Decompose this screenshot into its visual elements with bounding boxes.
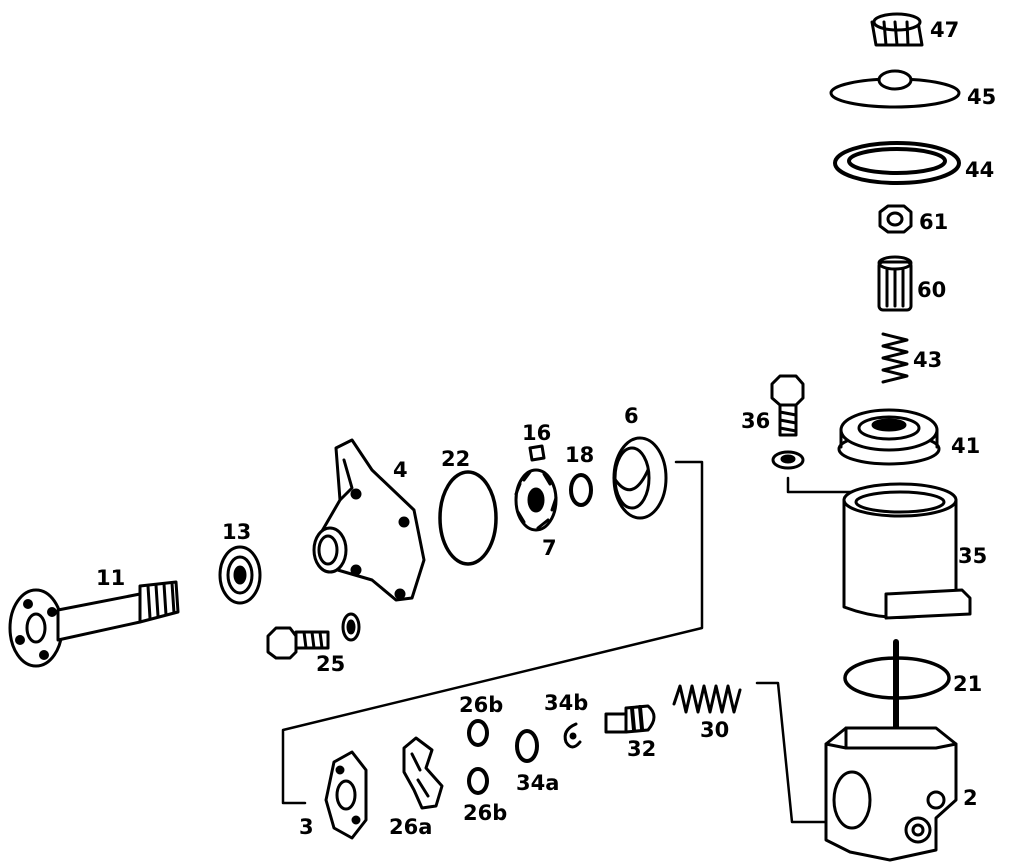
part-47-cap <box>870 12 924 47</box>
label-32: 32 <box>627 737 656 761</box>
part-30-spring <box>672 684 742 714</box>
label-21: 21 <box>953 672 982 696</box>
label-43: 43 <box>913 348 942 372</box>
leader-line-lower-chain <box>755 681 834 824</box>
part-44-gasket-ring <box>833 141 961 185</box>
label-60: 60 <box>917 278 946 302</box>
label-36: 36 <box>741 409 770 433</box>
part-34a-ring <box>515 729 539 763</box>
part-26b-lower-ring <box>467 767 489 795</box>
part-labels: 47 45 44 61 60 43 41 36 35 21 2 16 18 6 … <box>96 18 996 839</box>
label-13: 13 <box>222 520 251 544</box>
label-47: 47 <box>930 18 959 42</box>
label-7: 7 <box>542 536 557 560</box>
part-22-gasket <box>438 470 498 566</box>
label-4: 4 <box>393 458 408 482</box>
part-32-valve-spool <box>604 704 656 734</box>
label-11: 11 <box>96 566 125 590</box>
part-36-washer <box>771 450 805 470</box>
part-26b-upper-ring <box>467 719 489 747</box>
part-41-valve-body <box>837 408 941 466</box>
part-4-bracket-cover <box>312 438 426 602</box>
part-34b-circlip <box>563 722 582 749</box>
part-6-cam-ring <box>612 436 668 520</box>
part-3-pressure-plate <box>324 750 368 840</box>
part-18-snap-ring <box>569 473 593 507</box>
label-16: 16 <box>522 421 551 445</box>
label-26b-lower: 26b <box>463 801 507 825</box>
label-45: 45 <box>967 85 996 109</box>
label-34a: 34a <box>516 771 559 795</box>
label-25: 25 <box>316 652 345 676</box>
label-34b: 34b <box>544 691 588 715</box>
leader-lines <box>281 460 854 824</box>
part-7-rotor <box>514 468 558 532</box>
part-25-bolt <box>266 626 330 660</box>
part-2-pump-housing <box>824 639 958 862</box>
label-44: 44 <box>965 158 994 182</box>
label-26b-upper: 26b <box>459 693 503 717</box>
leader-line-upper-chain <box>281 460 704 805</box>
part-25-washer <box>341 612 361 642</box>
leader-line-washer-sleeve <box>786 476 854 494</box>
label-3: 3 <box>299 815 314 839</box>
part-11-shaft <box>8 580 180 668</box>
label-35: 35 <box>958 544 987 568</box>
label-6: 6 <box>624 404 639 428</box>
label-2: 2 <box>963 786 978 810</box>
label-61: 61 <box>919 210 948 234</box>
part-35-sleeve <box>842 482 972 620</box>
label-26a: 26a <box>389 815 432 839</box>
label-18: 18 <box>565 443 594 467</box>
part-43-spring <box>881 332 909 384</box>
part-36-bolt <box>770 374 805 437</box>
label-22: 22 <box>441 447 470 471</box>
part-13-bearing <box>218 545 262 605</box>
part-45-cover-disc <box>829 69 961 109</box>
part-61-nut <box>878 204 913 234</box>
part-16-key <box>528 444 546 462</box>
label-30: 30 <box>700 718 729 742</box>
part-26a-plate <box>402 736 444 810</box>
part-60-filter <box>877 255 913 312</box>
label-41: 41 <box>951 434 980 458</box>
